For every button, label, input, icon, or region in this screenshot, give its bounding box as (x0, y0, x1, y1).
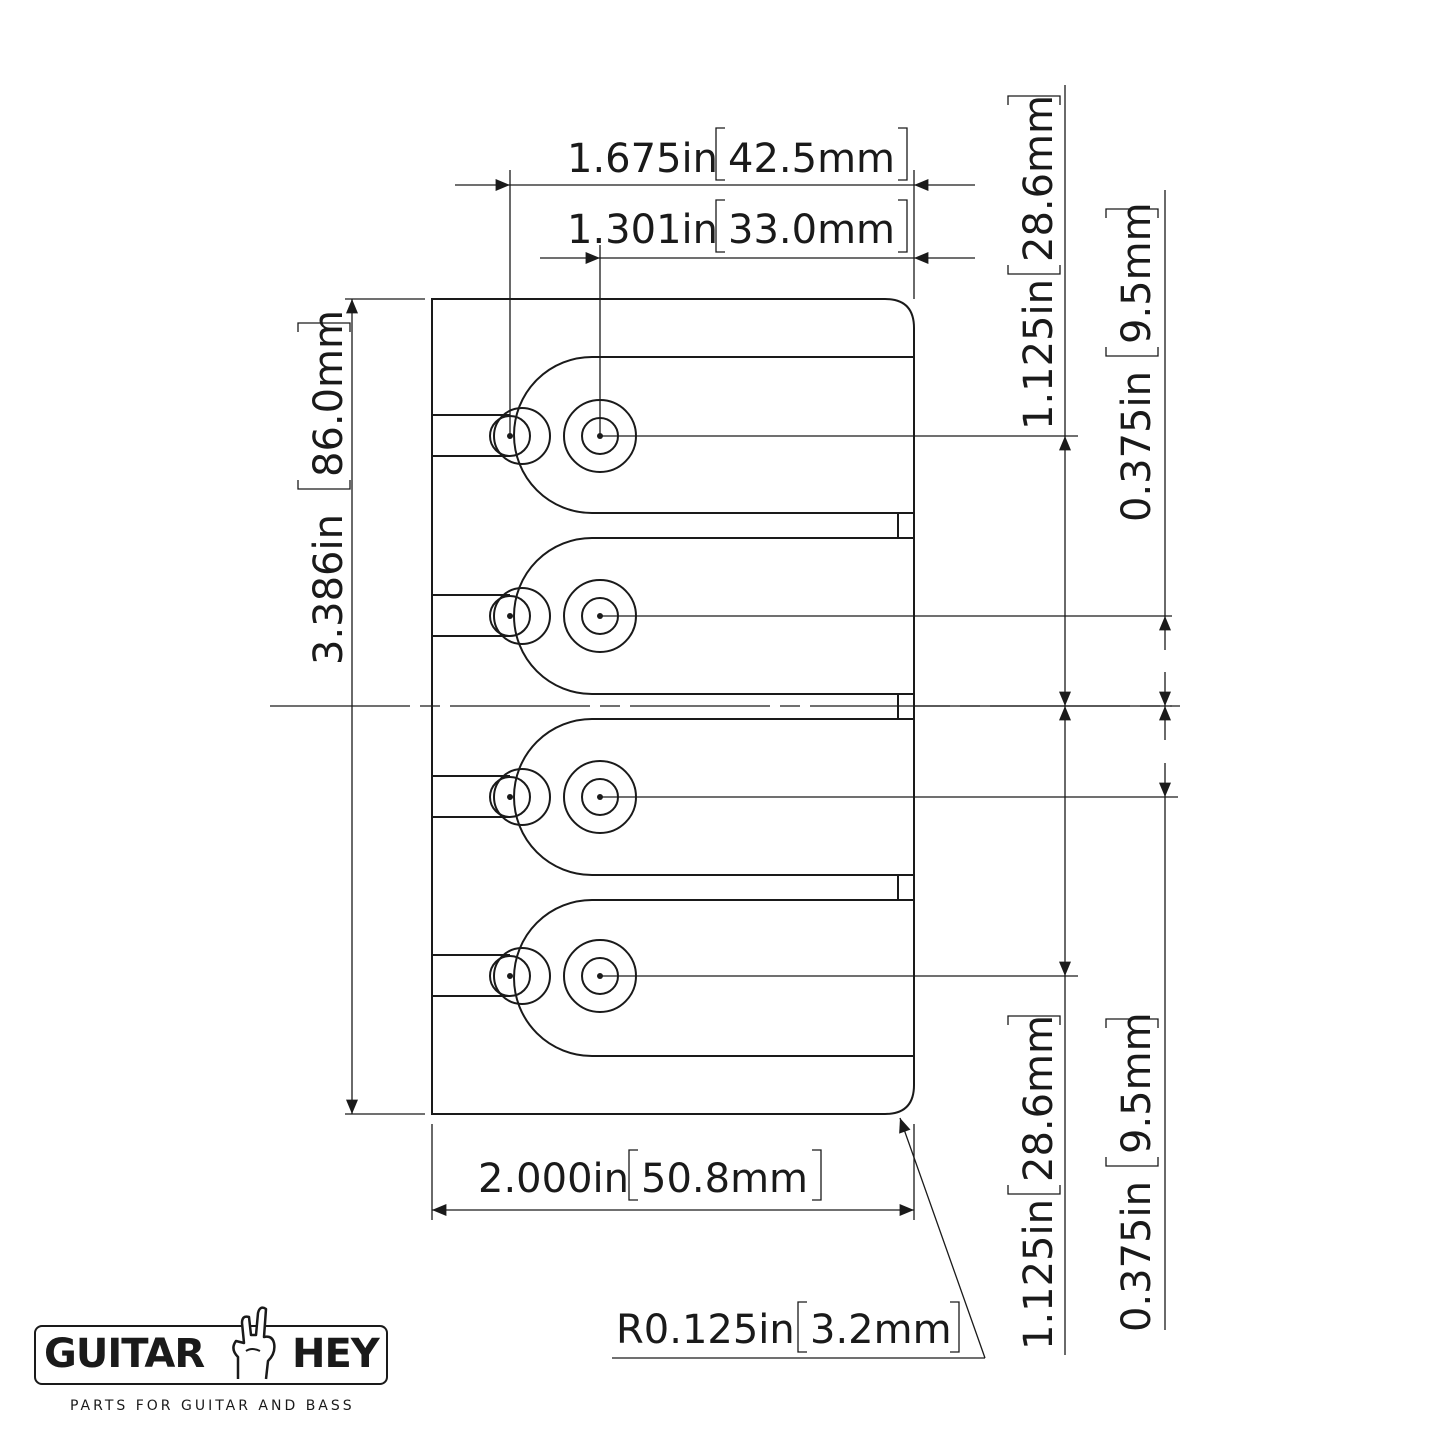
dim-width-top-inner-value: 1.301in (567, 207, 718, 253)
dim-radius: R0.125in 3.2mm (612, 1117, 986, 1359)
dim-offset-lower: 0.375in 9.5mm (1105, 706, 1171, 1332)
dim-width-bottom: 2.000in 50.8mm (432, 1149, 914, 1216)
dim-spacing-lower-mm: 28.6mm (1016, 1015, 1062, 1182)
dim-width-top-outer-mm: 42.5mm (728, 136, 895, 182)
dim-width-top-outer-value: 1.675in (567, 136, 718, 182)
saddle-1 (432, 356, 915, 539)
logo-left-word: GUITAR (44, 1331, 205, 1377)
dim-offset-upper: 0.375in 9.5mm (1105, 190, 1171, 706)
bridge-base-plate (431, 298, 915, 1115)
dim-spacing-upper-mm: 28.6mm (1016, 95, 1062, 262)
dim-width-bottom-value: 2.000in (478, 1156, 629, 1202)
dim-width-top-inner-mm: 33.0mm (728, 207, 895, 253)
dim-width-bottom-mm: 50.8mm (641, 1156, 808, 1202)
guitarhey-logo: GUITAR HEY (34, 1306, 388, 1385)
dim-offset-lower-value: 0.375in (1114, 1181, 1160, 1332)
dim-radius-mm: 3.2mm (810, 1307, 952, 1353)
dim-width-top-inner: 1.301in 33.0mm (540, 199, 975, 264)
rock-hand-icon (220, 1305, 290, 1385)
dim-spacing-upper-value: 1.125in (1016, 279, 1062, 430)
dim-height-overall: 3.386in 86.0mm (297, 299, 358, 1114)
dim-width-top-outer: 1.675in 42.5mm (455, 127, 975, 191)
dim-radius-value: R0.125in (616, 1307, 795, 1353)
dim-height-overall-mm: 86.0mm (306, 310, 352, 477)
logo-tagline: PARTS FOR GUITAR AND BASS (70, 1398, 355, 1414)
saddle-3 (432, 718, 915, 901)
dim-spacing-lower-value: 1.125in (1016, 1199, 1062, 1350)
dim-offset-lower-mm: 9.5mm (1114, 1012, 1160, 1154)
extension-lines (345, 170, 1178, 1220)
dim-spacing-upper: 1.125in 28.6mm (1007, 85, 1071, 706)
dim-offset-upper-mm: 9.5mm (1114, 202, 1160, 344)
dim-height-overall-value: 3.386in (306, 514, 352, 665)
logo-right-word: HEY (292, 1331, 380, 1377)
saddle-2 (432, 537, 915, 720)
dim-spacing-lower: 1.125in 28.6mm (1007, 706, 1071, 1355)
dim-offset-upper-value: 0.375in (1114, 371, 1160, 522)
saddle-4 (432, 899, 914, 1057)
